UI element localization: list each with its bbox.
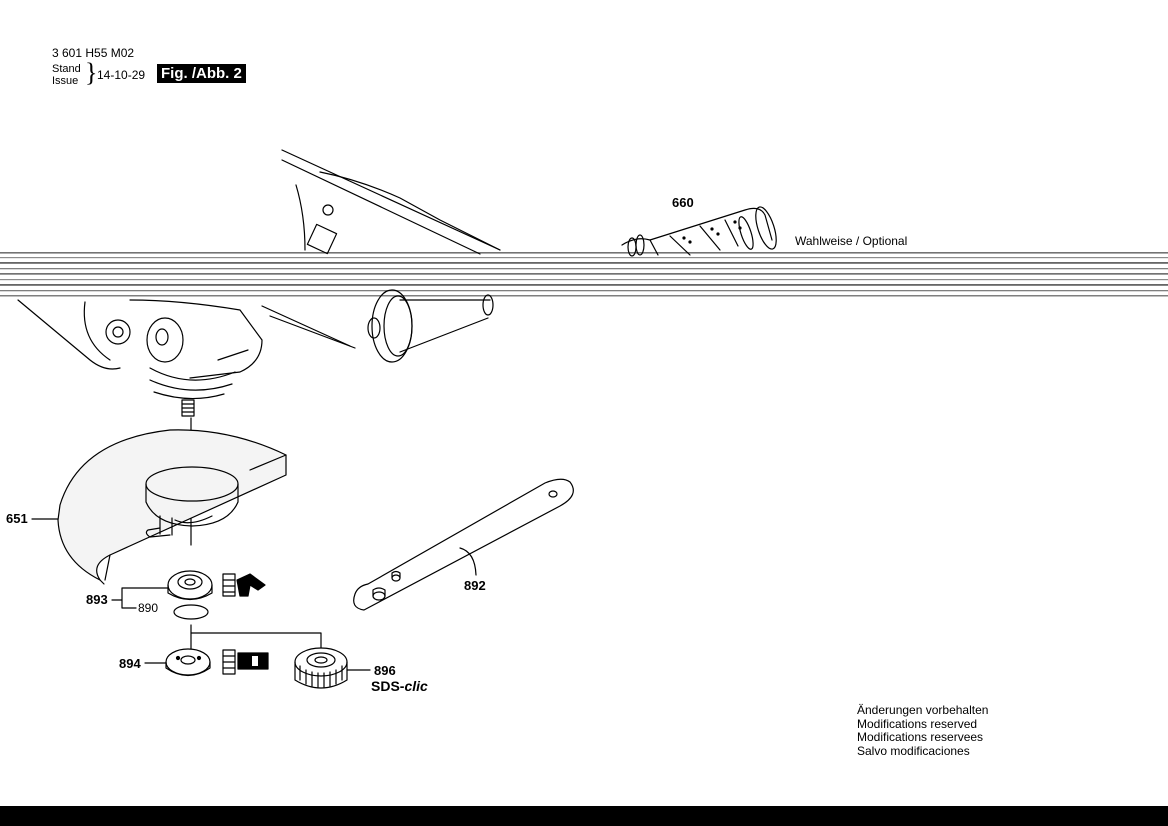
grinder-body-lower <box>17 299 351 417</box>
stand-issue-labels: Stand Issue <box>52 63 81 87</box>
o-ring-890 <box>173 604 209 620</box>
label-660: 660 <box>672 195 694 210</box>
figure-label: Fig. /Abb. 2 <box>157 64 246 83</box>
label-894: 894 <box>119 656 141 671</box>
label-890: 890 <box>138 601 159 615</box>
assembly-branch-line <box>190 632 322 651</box>
note-en: Modifications reserved <box>857 716 978 731</box>
modification-notes: Änderungen vorbehalten Modifications res… <box>857 703 989 758</box>
stand-label: Stand <box>52 63 81 75</box>
note-de: Änderungen vorbehalten <box>857 703 989 717</box>
tool-pictogram-upper-icon <box>222 573 266 597</box>
side-handle-flange <box>269 289 494 363</box>
label-893: 893 <box>86 592 108 607</box>
sds-clic-word: clic <box>404 678 428 694</box>
label-optional: Wahlweise / Optional <box>795 234 908 248</box>
label-892: 892 <box>464 578 486 593</box>
label-651: 651 <box>6 511 28 526</box>
label-896: 896 <box>374 663 396 678</box>
handle-660 <box>621 206 777 257</box>
note-fr: Modifications reservees <box>857 730 984 744</box>
issue-date: 14-10-29 <box>97 68 146 82</box>
issue-label: Issue <box>52 75 79 87</box>
sds-prefix: SDS- <box>371 678 405 694</box>
leader-893-890 <box>111 587 169 609</box>
flange-nut-894 <box>165 648 211 677</box>
part-number: 3 601 H55 M02 <box>52 46 135 60</box>
note-es: Salvo modificaciones <box>857 743 970 758</box>
quick-clamp-nut-896 <box>294 647 348 689</box>
brace-glyph: } <box>85 58 98 87</box>
tool-pictogram-lower-icon <box>222 649 269 675</box>
flange-893 <box>167 570 213 601</box>
grinder-body-upper <box>281 149 501 255</box>
guard-651 <box>57 429 287 585</box>
label-sds-clic: SDS-clic <box>371 678 428 694</box>
scan-noise-band <box>0 252 1168 297</box>
footer-bar <box>0 806 1168 826</box>
spanner-wrench-892 <box>353 478 574 611</box>
